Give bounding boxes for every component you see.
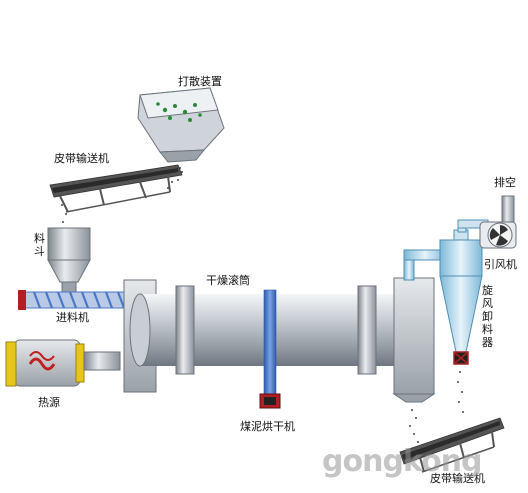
label-exhaust: 排空: [494, 176, 516, 189]
induced-fan: [479, 195, 517, 249]
hopper: [47, 227, 91, 293]
scatter-device: [137, 87, 225, 163]
label-screw-feeder: 进料机: [56, 311, 89, 324]
label-drying-drum: 干燥滚筒: [206, 274, 250, 287]
falling-material-cyclone: [457, 371, 464, 413]
watermark: gongkong: [322, 444, 483, 479]
label-hopper: 料斗: [34, 232, 45, 258]
label-heat-source: 热源: [38, 396, 60, 409]
label-sludge-dryer: 煤泥烘干机: [240, 420, 295, 433]
label-scatter-device: 打散装置: [178, 75, 222, 88]
falling-material-outlet: [409, 409, 419, 443]
cyclone-unloader: [439, 229, 483, 365]
belt-conveyor-top: [49, 164, 183, 213]
label-cyclone-unloader: 旋风卸料器: [482, 284, 493, 349]
label-belt-conveyor-bottom: 皮带输送机: [430, 472, 485, 485]
heat-source: [5, 339, 121, 387]
drum-outlet-box: [392, 277, 436, 403]
screw-feeder: [18, 290, 131, 310]
label-induced-fan: 引风机: [484, 258, 517, 271]
label-belt-conveyor-top: 皮带输送机: [54, 152, 109, 165]
drive-column: [259, 289, 281, 409]
belt-conveyor-bottom: [399, 417, 505, 473]
